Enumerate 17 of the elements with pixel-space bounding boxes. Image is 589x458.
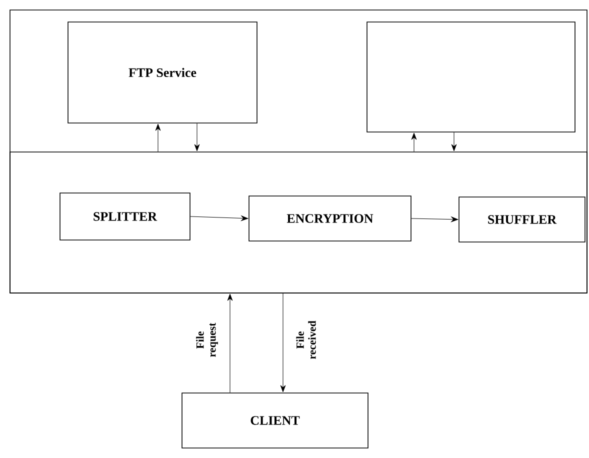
arrow: [411, 132, 417, 152]
process-box: SHUFFLER: [458, 196, 586, 242]
edge-label: File request: [196, 322, 218, 357]
client-box: CLIENT: [182, 392, 368, 448]
processing-band: [10, 152, 588, 294]
service-box: [366, 22, 576, 132]
arrow: [190, 216, 248, 221]
arrow: [227, 294, 233, 393]
arrow: [451, 132, 457, 152]
arrow: [194, 123, 200, 152]
process-box: FTP Service: [68, 22, 258, 124]
process-box: SPLITTER: [60, 192, 190, 240]
edge-label: File received: [296, 320, 316, 360]
arrow: [280, 293, 286, 392]
arrow: [411, 216, 458, 222]
arrow: [155, 124, 161, 152]
process-box: ENCRYPTION: [248, 196, 412, 242]
